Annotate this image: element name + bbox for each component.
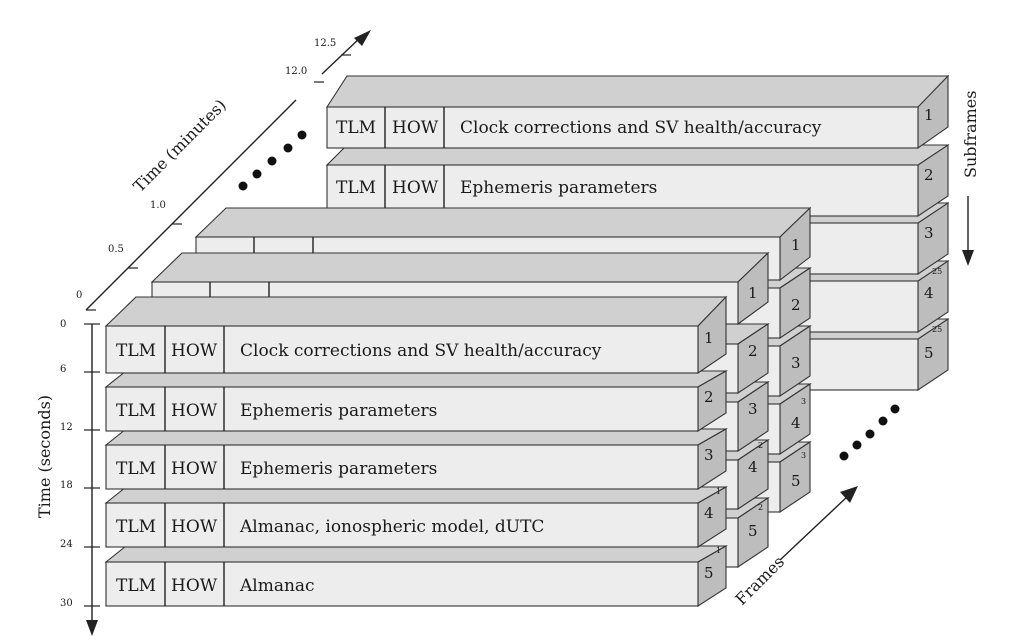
front-frame: TLM HOW Almanac 5 1 TLM HOW Almanac, ion…	[104, 295, 729, 608]
minutes-tick-0: 0	[76, 290, 82, 301]
back-subframe-3-number: 3	[924, 224, 934, 242]
minutes-tick-12-0: 12.0	[285, 66, 307, 77]
middle-subframe-5-number: 5	[748, 522, 758, 540]
third-subframe-5-number: 5	[791, 472, 801, 490]
time-seconds-axis: 0 6 12 18 24 30 Time (seconds)	[35, 319, 100, 636]
front-subframe-4-tlm: TLM	[116, 517, 156, 537]
back-subframe-1-content: Clock corrections and SV health/accuracy	[460, 118, 822, 138]
front-subframe-3-how: HOW	[171, 459, 218, 479]
seconds-tick-30: 30	[60, 598, 73, 609]
third-subframe-3-number: 3	[791, 354, 801, 372]
third-subframe-4-number: 4	[791, 414, 801, 432]
middle-subframe-4-number: 4	[748, 458, 758, 476]
frames-arrow-head	[840, 486, 858, 503]
minutes-tick-0-5: 0.5	[108, 244, 124, 255]
third-subframe-4-page: 3	[801, 397, 806, 406]
time-seconds-arrow-head	[86, 620, 98, 636]
time-minutes-axis-line-lower	[85, 99, 297, 311]
front-subframe-3-tlm: TLM	[116, 459, 156, 479]
third-subframe-1-number: 1	[791, 236, 801, 254]
front-subframe-1-number: 1	[704, 329, 714, 347]
front-subframe-2-number: 2	[704, 388, 714, 406]
time-seconds-label: Time (seconds)	[35, 395, 54, 518]
middle-subframe-4-page: 2	[758, 441, 763, 450]
front-subframe-4-number: 4	[704, 504, 714, 522]
back-subframe-4-number: 4	[924, 284, 934, 302]
seconds-tick-12: 12	[60, 422, 73, 433]
back-subframe-5-page: 25	[932, 325, 942, 334]
middle-subframe-3-number: 3	[748, 400, 758, 418]
frames-ellipsis	[839, 404, 900, 461]
back-subframe-2-number: 2	[924, 166, 934, 184]
back-subframe-2-tlm: TLM	[336, 178, 376, 198]
back-subframe-4-page: 25	[932, 267, 942, 276]
front-subframe-5-how: HOW	[171, 576, 218, 596]
subframes-label: Subframes	[961, 91, 980, 178]
subframes-axis: Subframes	[961, 91, 980, 266]
time-minutes-arrow-head	[354, 30, 371, 46]
back-subframe-1-tlm: TLM	[336, 118, 376, 138]
back-subframe-5-number: 5	[924, 344, 934, 362]
front-subframe-5-tlm: TLM	[116, 576, 156, 596]
back-subframe-2-how: HOW	[392, 178, 439, 198]
minutes-tick-12-5: 12.5	[314, 38, 336, 49]
back-subframe-2-content: Ephemeris parameters	[460, 178, 657, 198]
front-subframe-5-content: Almanac	[239, 576, 315, 596]
front-subframe-5-number: 5	[704, 564, 714, 582]
front-subframe-1-tlm: TLM	[116, 341, 156, 361]
seconds-tick-18: 18	[60, 480, 73, 491]
front-subframe-4-how: HOW	[171, 517, 218, 537]
front-subframe-4-content: Almanac, ionospheric model, dUTC	[239, 517, 544, 537]
minutes-tick-1-0: 1.0	[150, 200, 166, 211]
seconds-tick-6: 6	[60, 364, 66, 375]
back-subframe-1-how: HOW	[392, 118, 439, 138]
seconds-tick-24: 24	[60, 539, 73, 550]
subframes-arrow-head	[962, 250, 974, 266]
front-subframe-1-content: Clock corrections and SV health/accuracy	[240, 341, 602, 361]
front-subframe-5-page: 1	[716, 546, 721, 555]
front-subframe-3-content: Ephemeris parameters	[240, 459, 437, 479]
third-subframe-5-page: 3	[801, 451, 806, 460]
back-subframe-1-number: 1	[924, 106, 934, 124]
front-subframe-2-tlm: TLM	[116, 401, 156, 421]
front-subframe-3-number: 3	[704, 446, 714, 464]
front-subframe-4-page: 1	[716, 487, 721, 496]
time-minutes-ellipsis	[238, 130, 307, 191]
front-subframe-2-content: Ephemeris parameters	[240, 401, 437, 421]
middle-subframe-5-page: 2	[758, 503, 763, 512]
middle-subframe-2-number: 2	[748, 342, 758, 360]
front-subframe-1-how: HOW	[171, 341, 218, 361]
seconds-tick-0: 0	[60, 319, 66, 330]
third-subframe-2-number: 2	[791, 296, 801, 314]
middle-subframe-1-number: 1	[748, 284, 758, 302]
front-subframe-2-how: HOW	[171, 401, 218, 421]
